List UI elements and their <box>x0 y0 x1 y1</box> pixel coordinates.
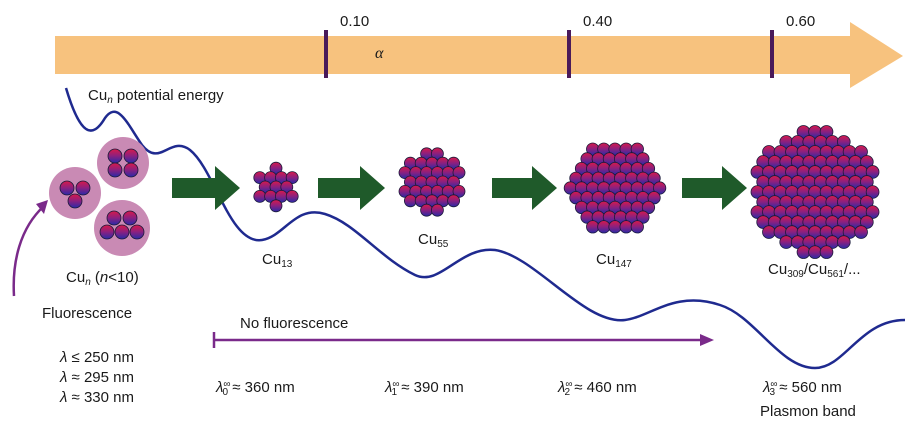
atom <box>99 224 115 240</box>
atom <box>819 125 834 139</box>
small-cluster-label: Cun (n<10) <box>66 269 139 288</box>
growth-arrow <box>172 166 240 210</box>
alpha-tick-label: 0.60 <box>786 13 816 30</box>
band-wavelength-label: λ∞1 ≈ 390 nm <box>385 379 464 398</box>
atom <box>865 185 880 199</box>
alpha-axis-arrow <box>55 22 903 88</box>
atom <box>106 210 122 226</box>
atom <box>430 203 444 217</box>
atom <box>107 162 123 178</box>
no-fluorescence-label: No fluorescence <box>240 315 349 332</box>
atom <box>114 224 130 240</box>
wavelength-label: λ ≤ 250 nm <box>60 349 134 366</box>
atom <box>447 194 461 208</box>
atom <box>122 210 138 226</box>
atom <box>854 145 868 159</box>
atom <box>860 195 874 209</box>
small-cluster-halo <box>49 167 101 219</box>
atom <box>420 203 434 217</box>
atom <box>865 205 880 219</box>
atom <box>597 220 611 234</box>
atom <box>123 162 139 178</box>
atom <box>836 235 851 249</box>
growth-arrow <box>492 166 557 210</box>
no-fluorescence-arrowhead <box>700 334 714 346</box>
atom <box>779 235 793 249</box>
curve-label: Cun potential energy <box>88 87 224 106</box>
small-cluster-halo <box>97 137 149 189</box>
atom <box>860 175 874 189</box>
cluster-label-cu147: Cu147 <box>596 251 632 270</box>
wavelength-label: λ ≈ 295 nm <box>60 369 134 386</box>
atom <box>796 245 811 259</box>
atom <box>630 220 644 234</box>
atom <box>67 193 83 209</box>
alpha-tick-label: 0.40 <box>583 13 613 30</box>
atom <box>762 225 776 239</box>
cluster-label-cu309-561: Cu309/Cu561/... <box>768 261 861 280</box>
band-wavelength-label: λ∞3 ≈ 560 nm <box>763 379 842 398</box>
atom <box>808 245 822 259</box>
cluster-label-cu13: Cu13 <box>262 251 293 270</box>
atom <box>860 215 874 229</box>
wavelength-label: λ ≈ 330 nm <box>60 389 134 406</box>
atom <box>269 199 283 213</box>
atom <box>253 189 267 203</box>
atom <box>619 220 633 234</box>
atom <box>123 148 139 164</box>
atom <box>586 220 600 234</box>
atom <box>836 135 851 149</box>
atom <box>59 180 75 196</box>
alpha-symbol: α <box>375 45 384 62</box>
cluster-label-cu55: Cu55 <box>418 231 449 250</box>
atom <box>854 225 868 239</box>
growth-arrow <box>682 166 747 210</box>
atom <box>403 194 417 208</box>
fluorescence-arrowhead <box>36 200 48 214</box>
atom <box>75 180 91 196</box>
atom <box>860 155 874 169</box>
atom <box>129 224 145 240</box>
fluorescence-label: Fluorescence <box>42 305 133 322</box>
atom <box>819 245 834 259</box>
atom <box>608 220 622 234</box>
atom <box>865 165 880 179</box>
alpha-tick-label: 0.10 <box>340 13 370 30</box>
growth-arrow <box>318 166 385 210</box>
band-wavelength-label: λ∞0 ≈ 360 nm <box>216 379 295 398</box>
band-wavelength-label: λ∞2 ≈ 460 nm <box>558 379 637 398</box>
fluorescence-arrow <box>12 205 45 297</box>
potential-energy-curve <box>64 87 906 370</box>
atom <box>107 148 123 164</box>
atom <box>285 189 299 203</box>
plasmon-band-label: Plasmon band <box>760 403 856 420</box>
